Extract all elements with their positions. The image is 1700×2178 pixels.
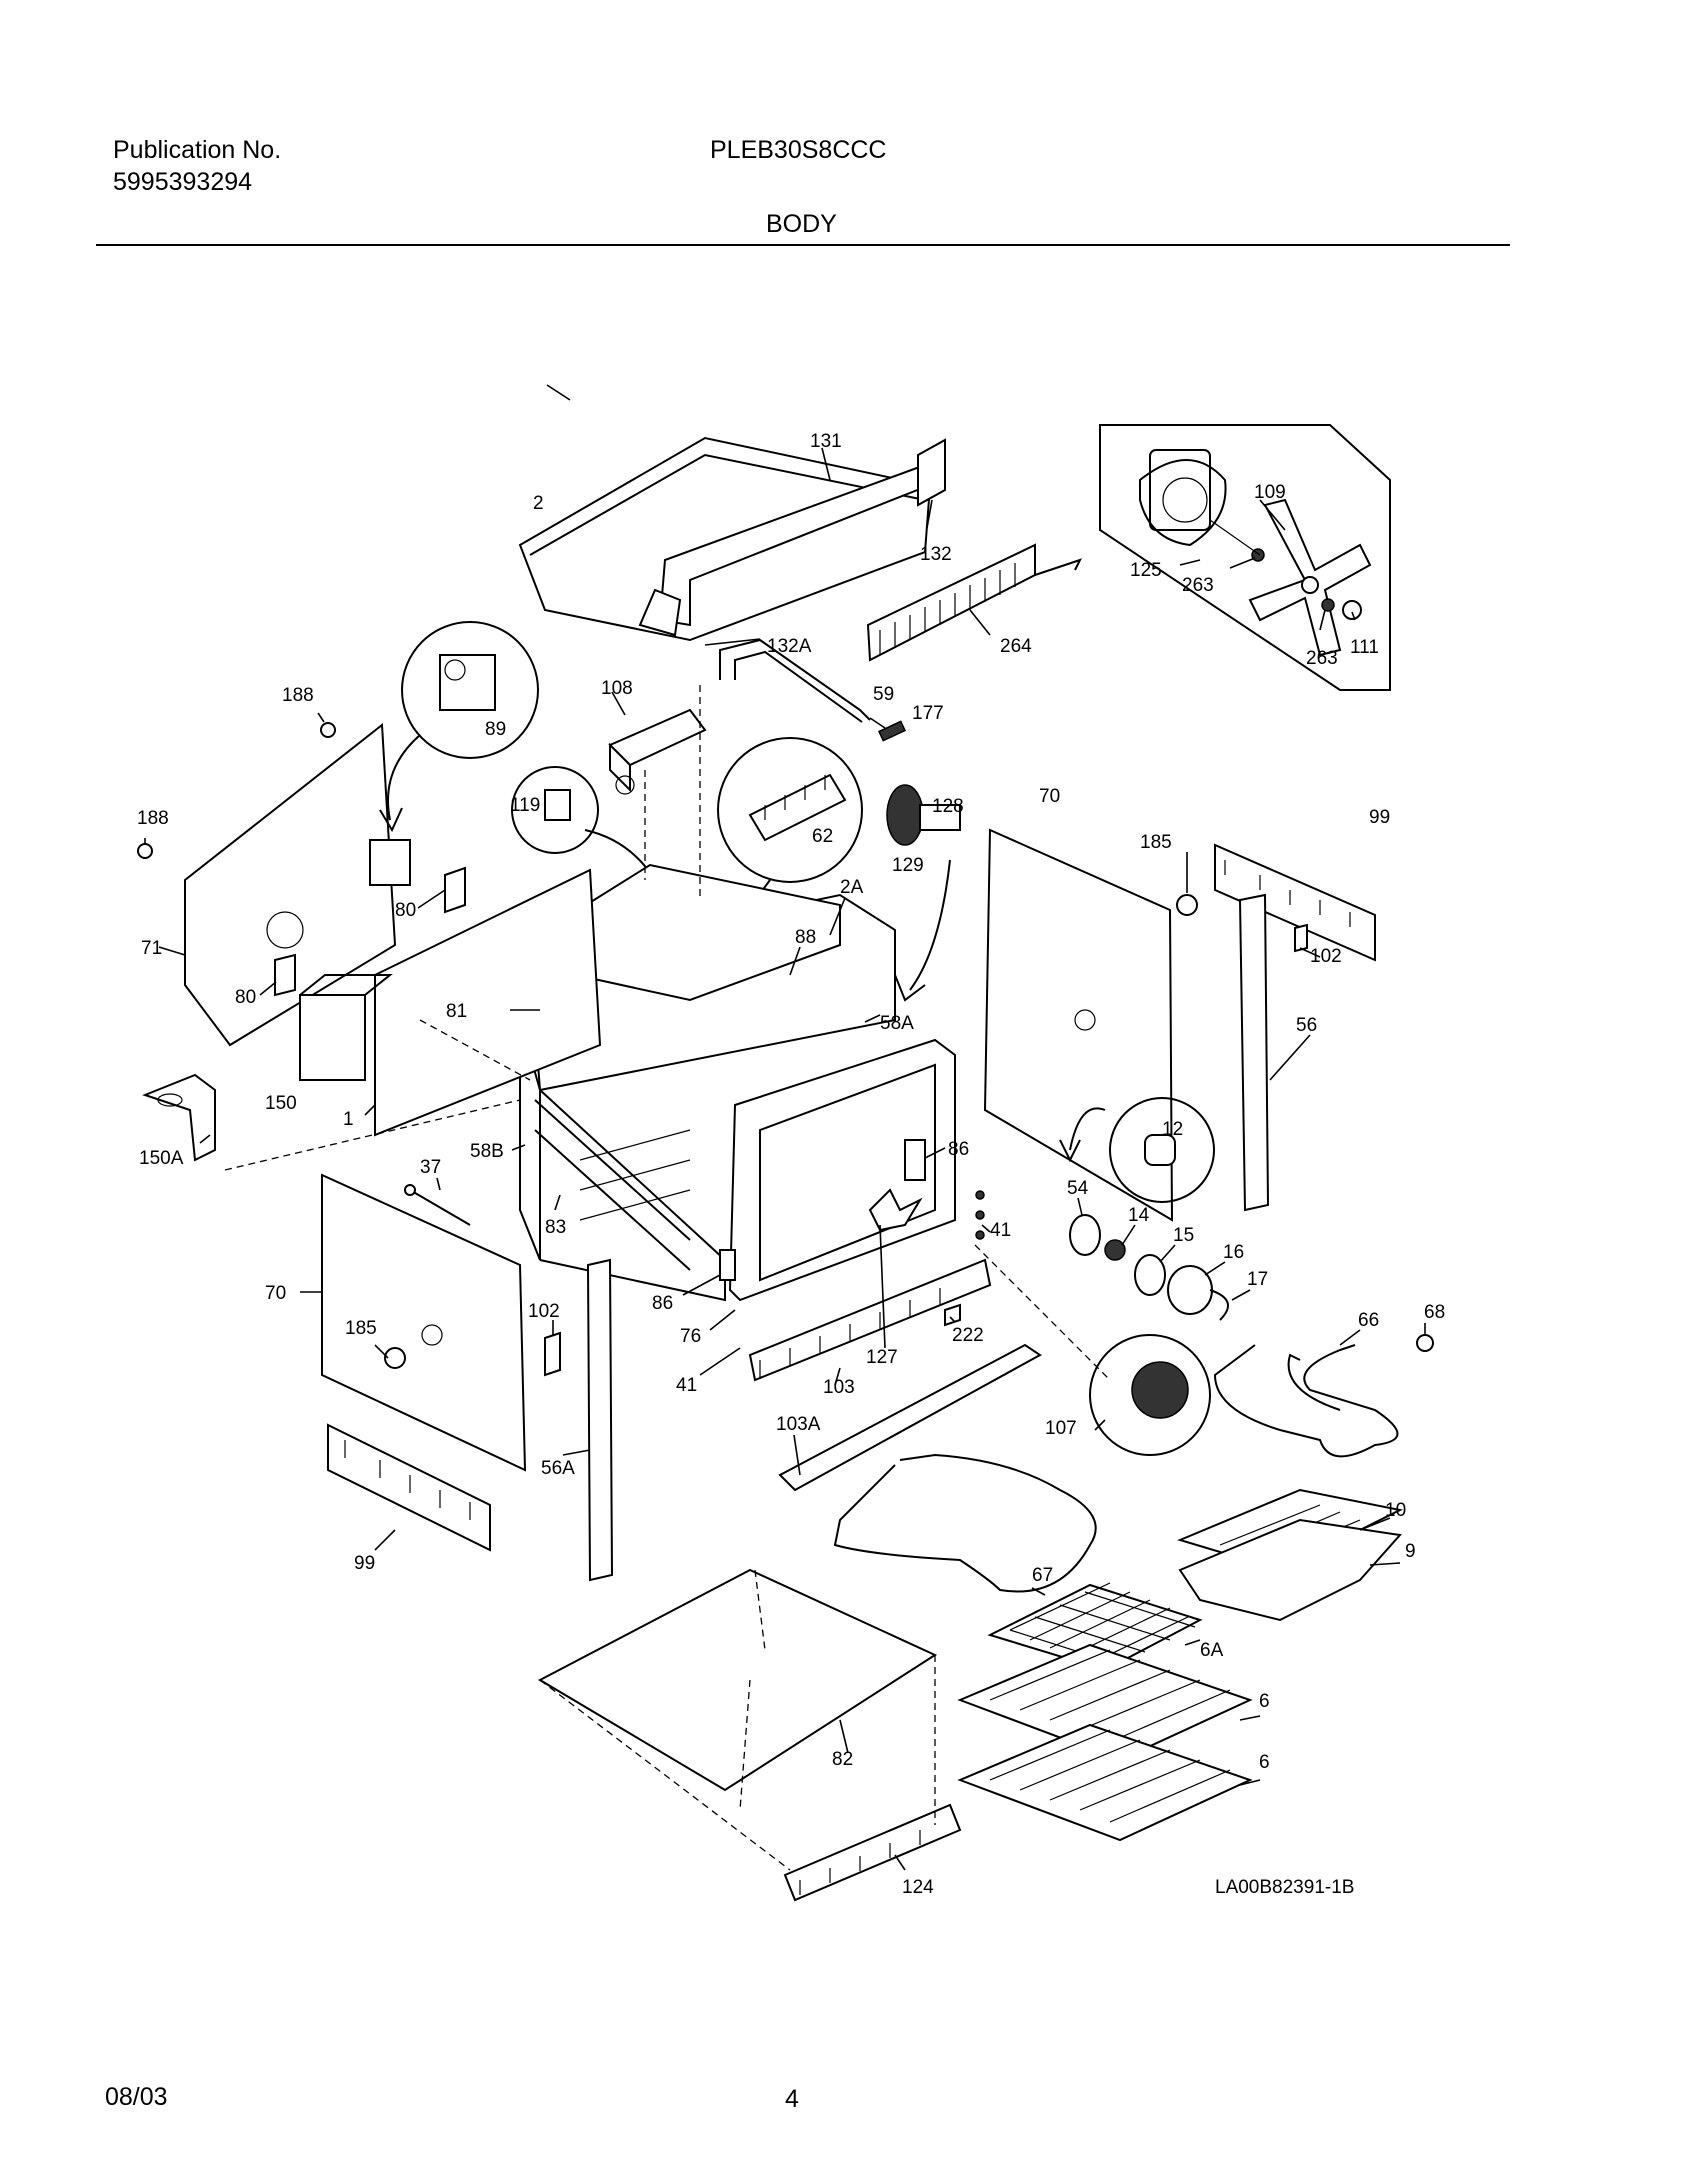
callout-70a: 70 — [1039, 786, 1060, 807]
callout-99b: 99 — [354, 1553, 375, 1574]
callout-82: 82 — [832, 1749, 853, 1770]
callout-222: 222 — [952, 1325, 984, 1346]
callout-1: 1 — [343, 1109, 354, 1130]
callout-129: 129 — [892, 855, 924, 876]
publication-label: Publication No. — [113, 136, 282, 164]
callout-188a: 188 — [282, 685, 314, 706]
callout-103a: 103A — [776, 1414, 821, 1435]
callout-103: 103 — [823, 1377, 855, 1398]
callout-111: 111 — [1350, 637, 1379, 658]
part-drawings — [137, 424, 1434, 1902]
callout-54: 54 — [1067, 1178, 1089, 1199]
callout-41a: 41 — [990, 1220, 1011, 1241]
callout-263b: 263 — [1306, 648, 1338, 669]
callout-66: 66 — [1358, 1310, 1379, 1331]
callout-67: 67 — [1032, 1565, 1053, 1586]
leader-lines — [144, 384, 1426, 1871]
callout-58a: 58A — [880, 1013, 914, 1034]
callout-127: 127 — [866, 1347, 898, 1368]
callout-86a: 86 — [948, 1139, 969, 1160]
callout-89: 89 — [485, 719, 506, 740]
part-callouts: 131 2 132 132A 264 109 125 263 263 111 1… — [137, 431, 1445, 1898]
callout-41b: 41 — [676, 1375, 697, 1396]
callout-6b-rack: 6 — [1259, 1752, 1270, 1773]
header-rule — [96, 244, 1510, 246]
callout-124: 124 — [902, 1877, 934, 1898]
callout-80a: 80 — [395, 900, 416, 921]
model-number: PLEB30S8CCC — [710, 136, 887, 164]
footer-date: 08/03 — [105, 2083, 168, 2111]
callout-119: 119 — [510, 795, 540, 816]
callout-6a-rack: 6 — [1259, 1691, 1270, 1712]
callout-15: 15 — [1173, 1225, 1194, 1246]
callout-62: 62 — [812, 826, 833, 847]
callout-10: 10 — [1385, 1500, 1406, 1521]
callout-70b: 70 — [265, 1283, 286, 1304]
callout-80b: 80 — [235, 987, 256, 1008]
callout-185b: 185 — [345, 1318, 377, 1339]
publication-number: 5995393294 — [113, 168, 253, 196]
callout-188b: 188 — [137, 808, 169, 829]
callout-264: 264 — [1000, 636, 1032, 657]
callout-56a: 56A — [541, 1458, 575, 1479]
callout-14: 14 — [1128, 1205, 1150, 1226]
callout-131: 131 — [810, 431, 842, 452]
callout-132: 132 — [920, 544, 952, 565]
callout-16: 16 — [1223, 1242, 1244, 1263]
callout-108: 108 — [601, 678, 633, 699]
callout-9: 9 — [1405, 1541, 1416, 1562]
callout-99a: 99 — [1369, 807, 1390, 828]
callout-59: 59 — [873, 684, 894, 705]
callout-56: 56 — [1296, 1015, 1317, 1036]
callout-81: 81 — [446, 1001, 467, 1022]
callout-88: 88 — [795, 927, 816, 948]
page-number: 4 — [785, 2085, 799, 2113]
callout-2a: 2A — [840, 877, 864, 898]
callout-2: 2 — [533, 493, 544, 514]
callout-125: 125 — [1130, 560, 1162, 581]
drawing-id: LA00B82391-1B — [1215, 1877, 1354, 1898]
callout-185a: 185 — [1140, 832, 1172, 853]
dashed-guide-lines — [224, 685, 1111, 1871]
callout-132a: 132A — [767, 636, 812, 657]
callout-177: 177 — [912, 703, 944, 724]
callout-109: 109 — [1254, 482, 1286, 503]
callout-102a: 102 — [1310, 946, 1342, 967]
callout-150a: 150A — [139, 1148, 184, 1169]
callout-17: 17 — [1247, 1269, 1268, 1290]
callout-150: 150 — [265, 1093, 297, 1114]
callout-58b: 58B — [470, 1141, 504, 1162]
callout-263a: 263 — [1182, 575, 1214, 596]
callout-107: 107 — [1045, 1418, 1077, 1439]
callout-6a: 6A — [1200, 1640, 1224, 1661]
callout-83: 83 — [545, 1217, 566, 1238]
callout-68: 68 — [1424, 1302, 1445, 1323]
callout-128: 128 — [932, 796, 964, 817]
callout-12: 12 — [1162, 1119, 1183, 1140]
callout-102b: 102 — [528, 1301, 560, 1322]
section-title: BODY — [766, 210, 837, 238]
callout-37: 37 — [420, 1157, 441, 1178]
callout-86b: 86 — [652, 1293, 673, 1314]
callout-76: 76 — [680, 1326, 701, 1347]
callout-71: 71 — [141, 938, 162, 959]
